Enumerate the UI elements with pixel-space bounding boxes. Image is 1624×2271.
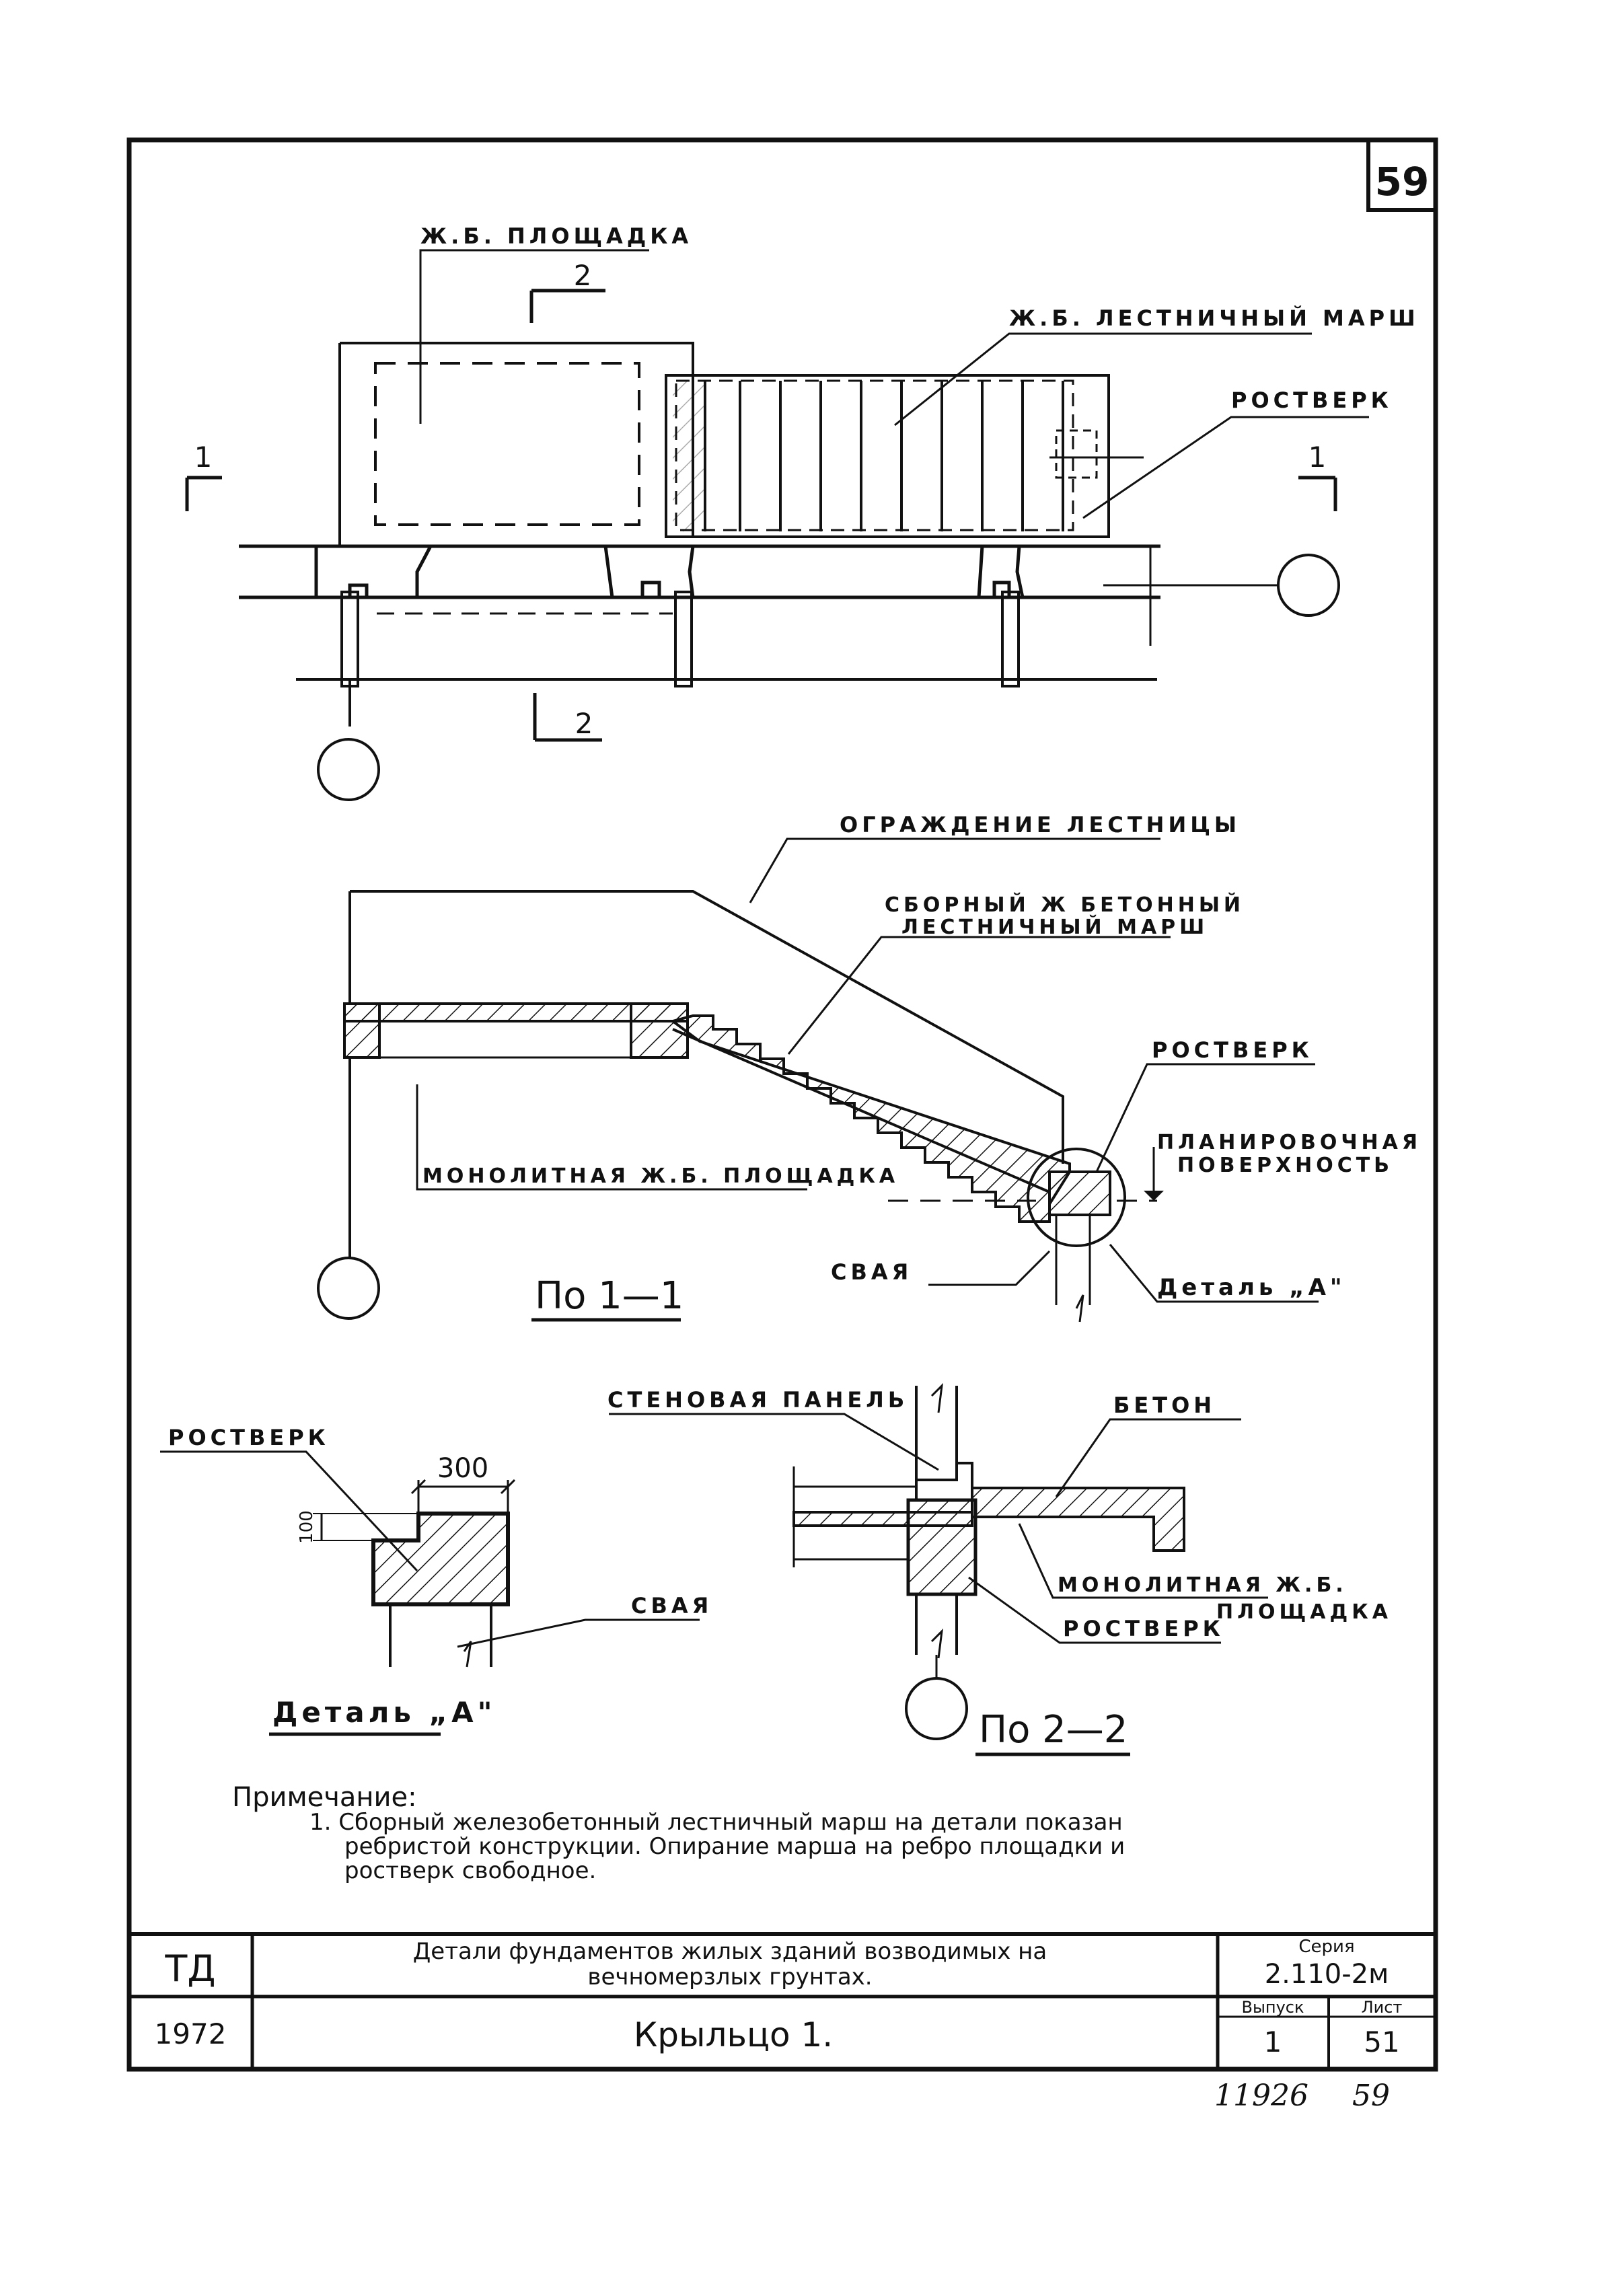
plan-label-platform: Ж.Б. ПЛОЩАДКА xyxy=(420,223,692,249)
title-block xyxy=(129,1932,1436,2069)
s11-label-stair-line1: СБОРНЫЙ Ж БЕТОННЫЙ xyxy=(885,893,1245,917)
tb-title-line2: вечномерзлых грунтах. xyxy=(587,1964,872,1990)
cut-2-top: 2 xyxy=(574,259,592,292)
s11-label-pile: СВАЯ xyxy=(831,1259,912,1285)
s11-label-grade-line1: ПЛАНИРОВОЧНАЯ xyxy=(1157,1131,1422,1154)
section-1-1-drawing xyxy=(317,837,1319,1323)
s11-label-detail: Деталь „А" xyxy=(1157,1274,1346,1301)
cut-2-bottom: 2 xyxy=(575,707,593,740)
s22-label-concrete: БЕТОН xyxy=(1113,1392,1216,1418)
tb-sheet-name: Крыльцо 1. xyxy=(634,2015,833,2054)
note-line2: ребристой конструкции. Опирание марша на… xyxy=(344,1833,1125,1860)
sheet-number: 59 xyxy=(1375,159,1430,204)
da-title: Деталь „А" xyxy=(272,1696,496,1729)
s11-label-stair-line2: ЛЕСТНИЧНЫЙ МАРШ xyxy=(901,915,1208,939)
note-line3: ростверк свободное. xyxy=(344,1857,596,1884)
s22-label-wall: СТЕНОВАЯ ПАНЕЛЬ xyxy=(607,1387,908,1413)
tb-sheet-value: 51 xyxy=(1364,2025,1399,2058)
s22-label-platform-line2: ПЛОЩАДКА xyxy=(1216,1600,1392,1624)
tb-sheet-label: Лист xyxy=(1362,1998,1403,2017)
detail-a-drawing xyxy=(160,1450,700,1668)
cut-1-right: 1 xyxy=(1308,441,1327,474)
plan-label-rostverk: РОСТВЕРК xyxy=(1231,387,1393,413)
tb-org: ТД xyxy=(164,1947,215,1990)
s22-label-rostverk: РОСТВЕРК xyxy=(1063,1616,1224,1641)
sheet-number-box xyxy=(1366,138,1438,212)
s11-title: По 1—1 xyxy=(535,1274,684,1318)
note-heading: Примечание: xyxy=(232,1782,417,1813)
s11-label-grade-line2: ПОВЕРХНОСТЬ xyxy=(1177,1154,1393,1177)
tb-year: 1972 xyxy=(155,2017,227,2050)
note-line1: 1. Сборный железобетонный лестничный мар… xyxy=(309,1809,1123,1836)
tb-series-label: Серия xyxy=(1298,1937,1354,1957)
s11-label-railing: ОГРАЖДЕНИЕ ЛЕСТНИЦЫ xyxy=(840,812,1241,837)
s22-title: По 2—2 xyxy=(979,1708,1128,1752)
s22-label-platform-line1: МОНОЛИТНАЯ Ж.Б. xyxy=(1058,1573,1348,1597)
footer-code: 11926 xyxy=(1214,2079,1308,2113)
plan-view: 1 1 2 2 xyxy=(185,249,1369,801)
da-dim-height: 100 xyxy=(297,1510,317,1544)
tb-series-value: 2.110-2м xyxy=(1265,1959,1389,1990)
cut-1-left: 1 xyxy=(194,441,213,474)
da-dim-width: 300 xyxy=(437,1453,488,1484)
s11-label-rostverk: РОСТВЕРК xyxy=(1152,1037,1313,1063)
s11-label-platform: МОНОЛИТНАЯ Ж.Б. ПЛОЩАДКА xyxy=(422,1164,899,1188)
sheet-frame xyxy=(126,137,1438,2072)
footer-page: 59 xyxy=(1352,2079,1390,2113)
da-label-pile: СВАЯ xyxy=(631,1593,712,1618)
tb-title-line1: Детали фундаментов жилых зданий возводим… xyxy=(413,1938,1047,1965)
da-label-rostverk: РОСТВЕРК xyxy=(168,1425,330,1450)
section-2-2-drawing xyxy=(609,1382,1268,1740)
plan-label-stair: Ж.Б. ЛЕСТНИЧНЫЙ МАРШ xyxy=(1009,305,1419,331)
tb-issue-value: 1 xyxy=(1264,2025,1282,2058)
tb-issue-label: Выпуск xyxy=(1242,1998,1304,2017)
